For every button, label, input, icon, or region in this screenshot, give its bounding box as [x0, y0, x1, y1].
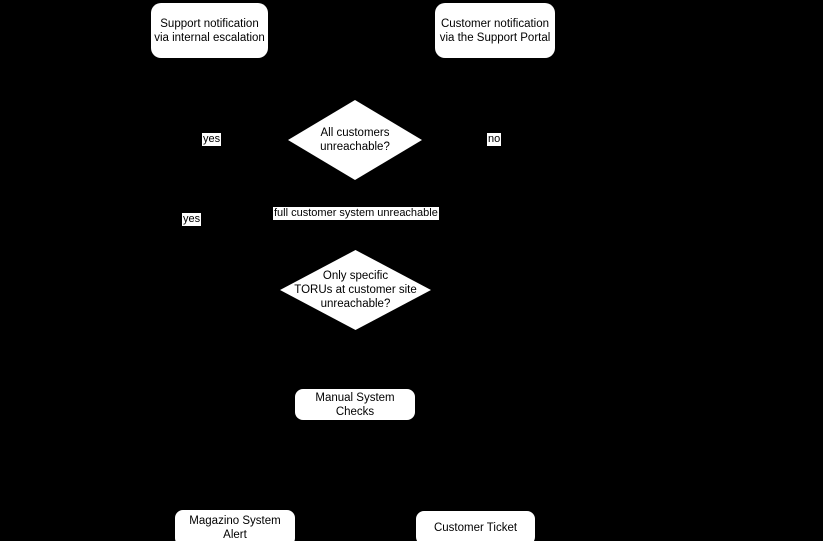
edge-label-no: no — [487, 133, 502, 146]
decision-only-specific-line1: Only specific — [322, 270, 389, 282]
decision-only-specific-line2: TORUs at customer site — [294, 284, 417, 296]
node-customer-ticket: Customer Ticket — [416, 511, 535, 541]
decision-all-customers-line2: unreachable? — [320, 141, 390, 153]
node-manual-system-checks-line2: Checks — [335, 405, 375, 418]
node-customer-notification: Customer notification via the Support Po… — [435, 3, 555, 58]
node-magazino-system-alert-line1: Magazino System — [189, 515, 281, 527]
node-support-notification-line2: via internal escalation — [154, 31, 265, 44]
node-magazino-system-alert-line2: Alert — [223, 529, 247, 541]
decision-only-specific-line3: unreachable? — [320, 298, 391, 310]
node-customer-ticket-line1: Customer Ticket — [433, 522, 518, 534]
edge-label-full-customer-system-unreachable: full customer system unreachable — [273, 207, 439, 220]
node-manual-system-checks: Manual System Checks — [295, 389, 415, 420]
edge-label-yes-lower: yes — [182, 213, 202, 226]
decision-all-customers-line1: All customers — [320, 127, 390, 139]
node-manual-system-checks-line1: Manual System — [315, 391, 395, 404]
node-customer-notification-line2: via the Support Portal — [439, 31, 551, 44]
node-support-notification: Support notification via internal escala… — [151, 3, 268, 58]
decision-only-specific-torus-unreachable: Only specific TORUs at customer site unr… — [280, 250, 431, 330]
node-magazino-system-alert: Magazino System Alert — [175, 510, 295, 541]
node-customer-notification-line1: Customer notification — [440, 17, 550, 30]
decision-all-customers-unreachable: All customers unreachable? — [288, 100, 422, 180]
node-support-notification-line1: Support notification — [160, 17, 259, 30]
edge-label-yes-upper: yes — [202, 133, 222, 146]
